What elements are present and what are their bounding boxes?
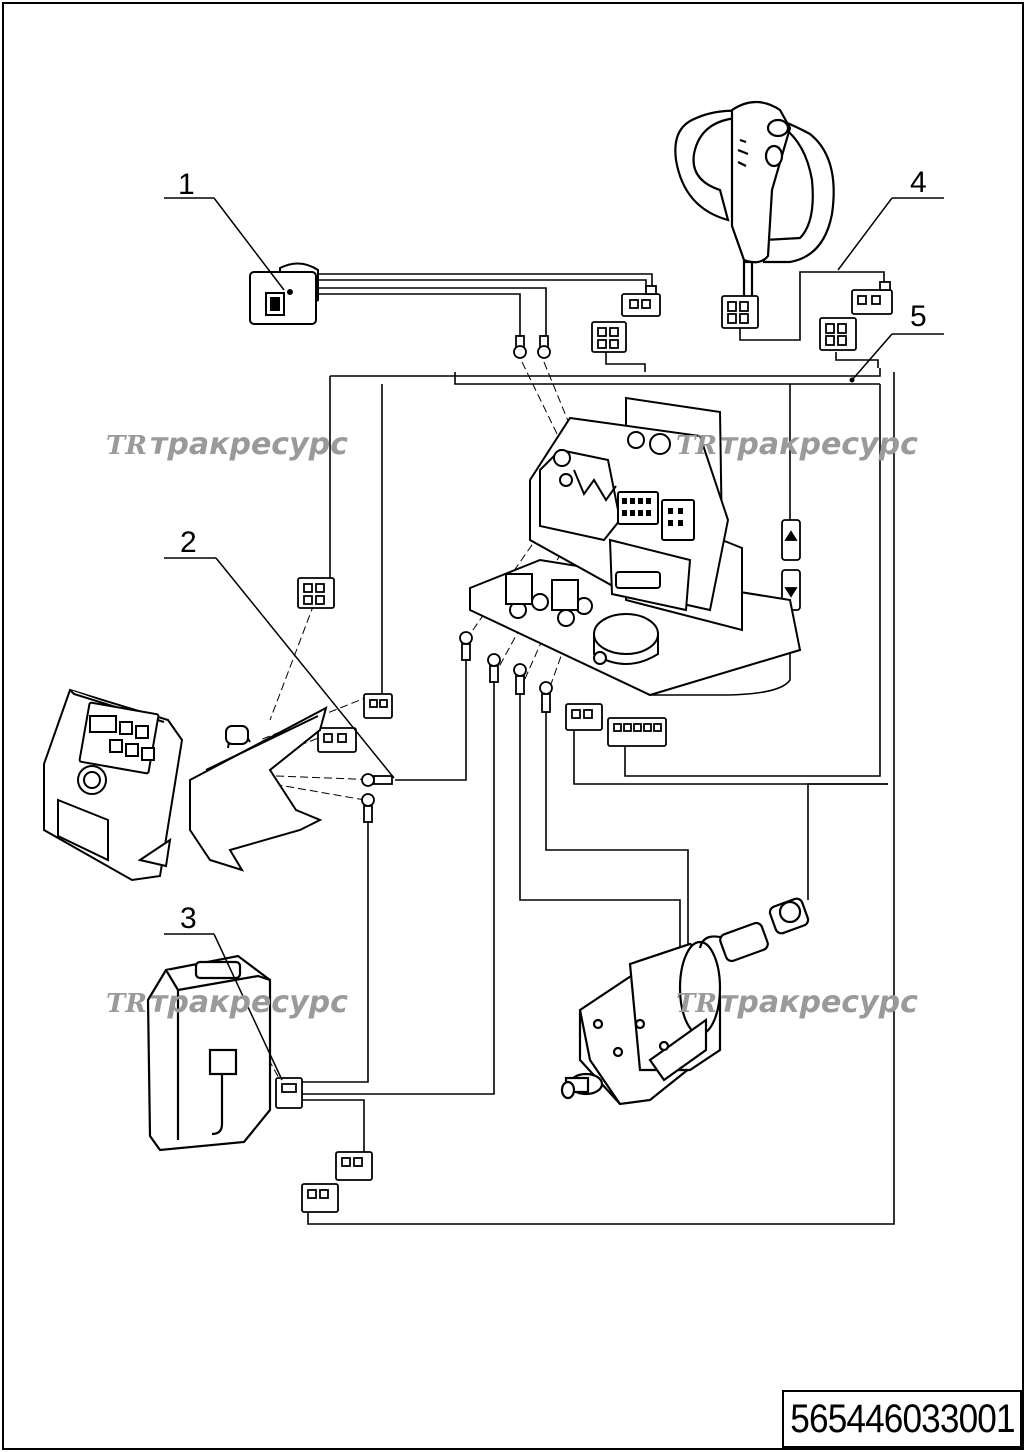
watermark-text: тракресурс <box>150 985 348 1020</box>
connector-lower-b <box>607 717 667 747</box>
connector-bottom-b <box>301 1183 339 1213</box>
connector-top-a <box>621 285 661 317</box>
connector-left <box>297 577 335 609</box>
drive-motor <box>560 897 810 1106</box>
callout-1-label: 1 <box>178 168 195 201</box>
connector-tiller-b <box>851 281 893 315</box>
callout-3: 3 <box>164 902 283 1081</box>
ring-terminals-mid <box>361 631 553 823</box>
control-panel <box>43 688 184 882</box>
key-switch <box>249 262 319 325</box>
connector-panel <box>317 727 357 753</box>
callout-4-label: 4 <box>910 166 927 199</box>
watermark-4: TR тракресурс <box>676 985 918 1020</box>
connector-bottom-a <box>335 1151 373 1181</box>
document-number: 565446033001 <box>789 1396 1015 1441</box>
callout-1: 1 <box>164 168 285 291</box>
tiller-handle <box>674 100 835 300</box>
connector-inline-up <box>781 519 801 561</box>
connector-battery <box>275 1077 303 1109</box>
watermark-text: тракресурс <box>720 427 918 462</box>
watermark-text: тракресурс <box>720 985 918 1020</box>
watermark-logo: TR <box>676 431 717 461</box>
wire-harness <box>300 271 895 1225</box>
connector-tiller-a <box>721 295 759 329</box>
callout-2-label: 2 <box>180 526 197 559</box>
callout-5-label: 5 <box>910 300 927 333</box>
callout-3-label: 3 <box>180 902 197 935</box>
watermark-3: TR тракресурс <box>106 985 348 1020</box>
ring-terminals-top <box>513 335 551 359</box>
watermark-logo: TR <box>106 431 147 461</box>
watermark-logo: TR <box>106 989 147 1019</box>
document-number-box: 565446033001 <box>782 1390 1022 1448</box>
watermark-2: TR тракресурс <box>676 427 918 462</box>
connector-tiller-c <box>819 317 857 351</box>
connector-mid <box>363 693 393 719</box>
callout-4: 4 <box>837 166 944 271</box>
connectors <box>275 281 893 1213</box>
callout-2: 2 <box>164 526 395 779</box>
connector-top-b <box>591 321 627 353</box>
battery-indicator <box>146 954 272 1152</box>
connector-lower-a <box>565 703 603 731</box>
watermark-1: TR тракресурс <box>106 427 348 462</box>
watermark-logo: TR <box>676 989 717 1019</box>
watermark-text: тракресурс <box>150 427 348 462</box>
motor-controller <box>469 396 802 697</box>
callout-5: 5 <box>849 300 944 383</box>
mounting-bracket <box>189 706 328 872</box>
